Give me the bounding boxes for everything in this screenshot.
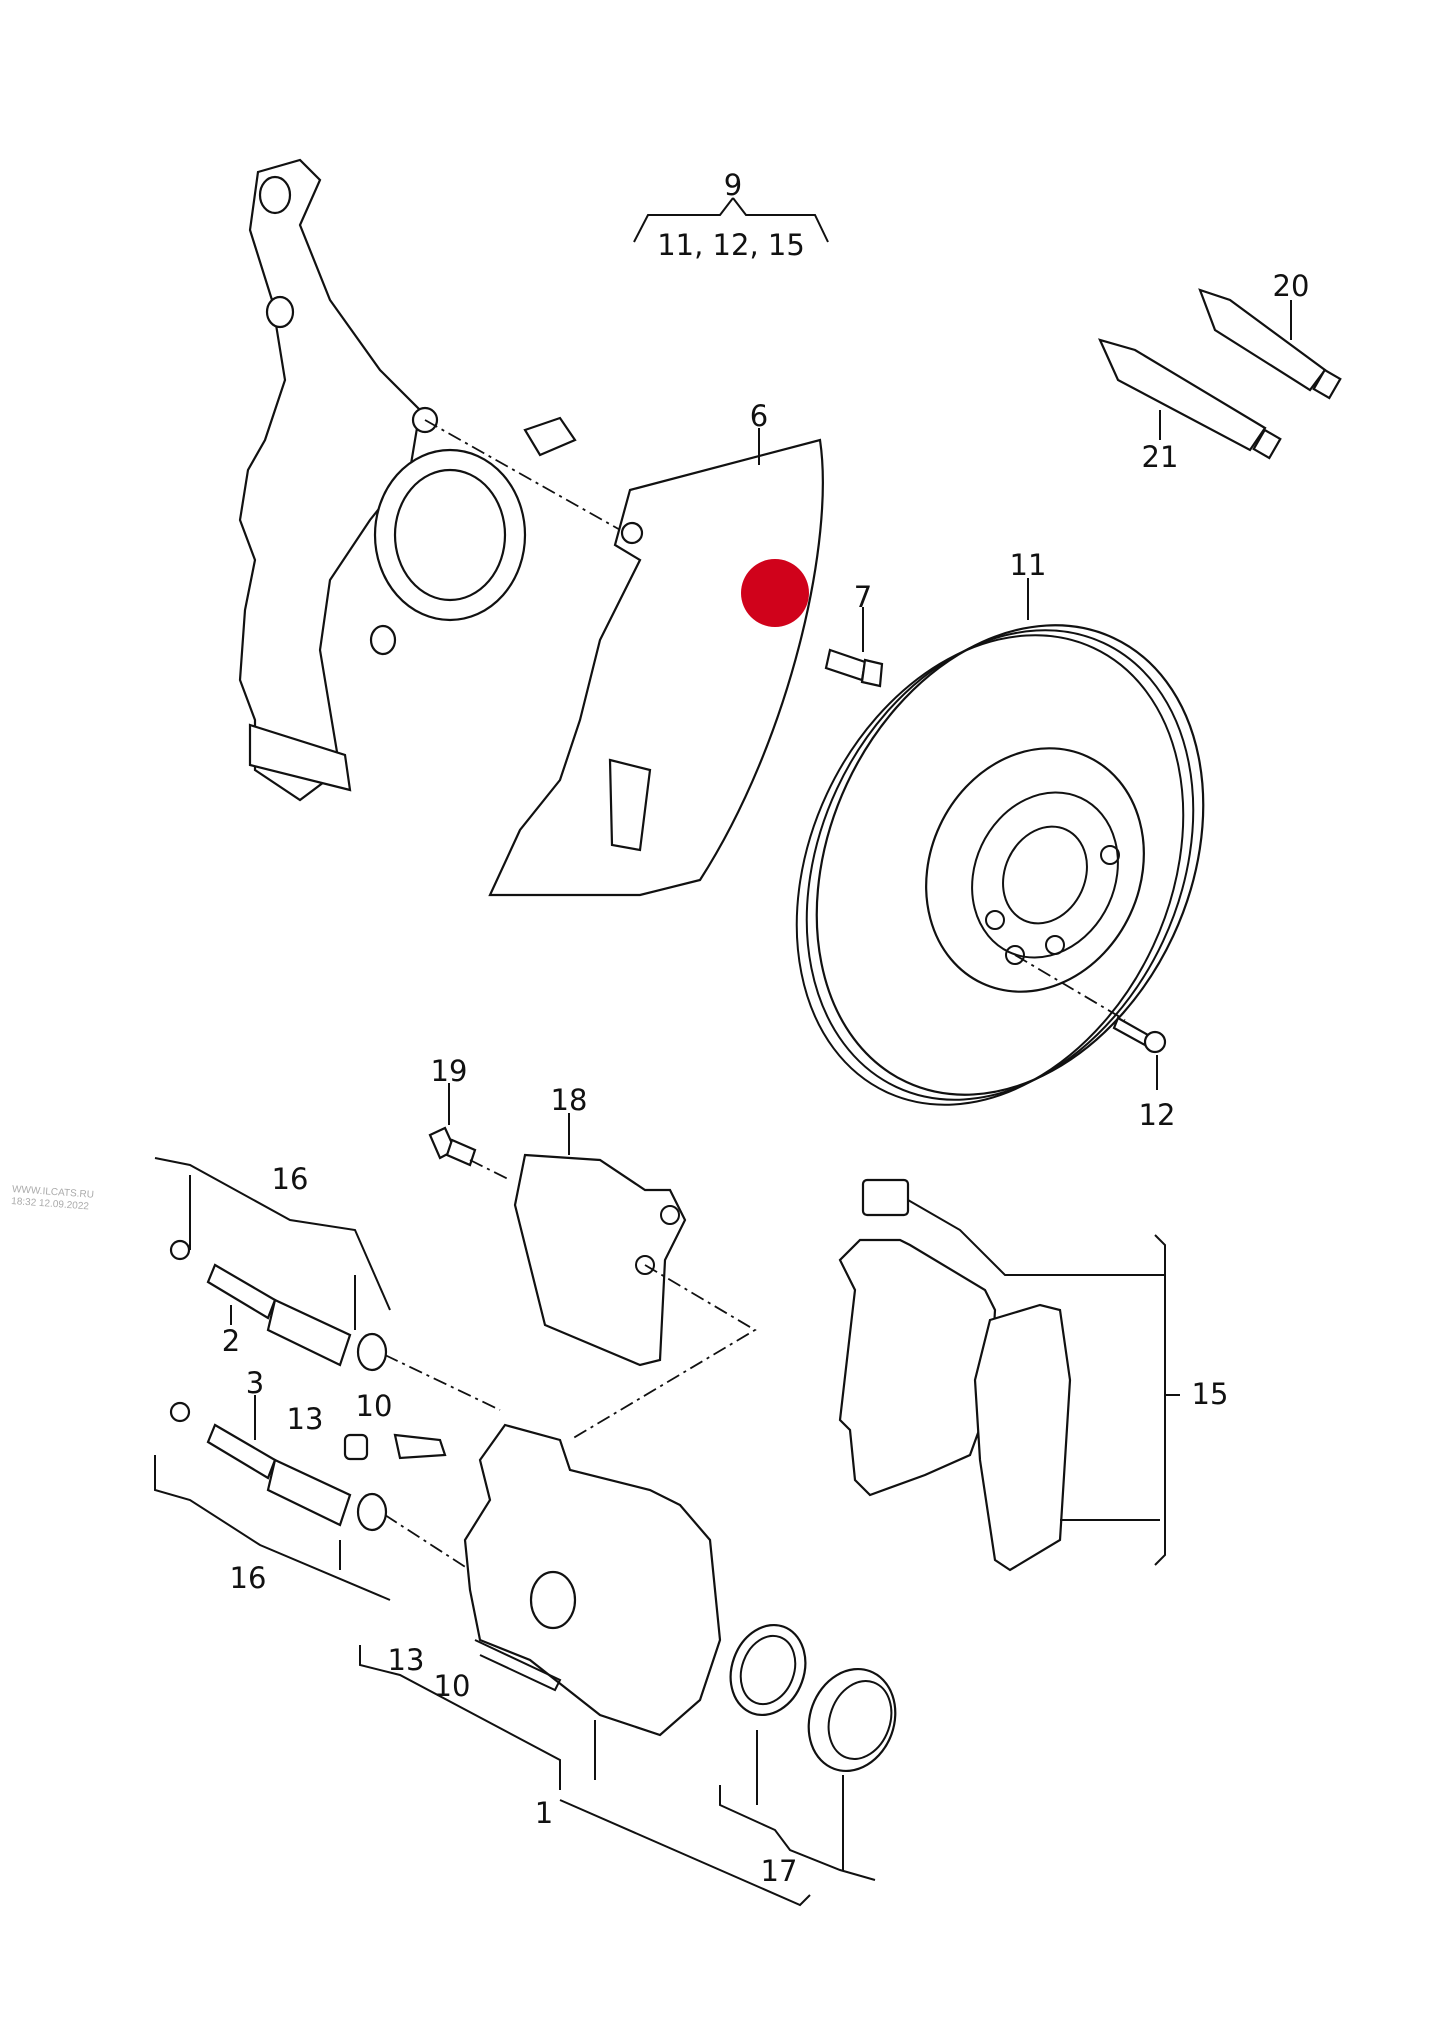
bracket-1 bbox=[359, 1645, 811, 1907]
label-20[interactable]: 20 bbox=[1273, 269, 1310, 303]
watermark: WWW.ILCATS.RU 18:32 12.09.2022 bbox=[11, 1184, 94, 1212]
bracket-15 bbox=[1060, 1234, 1180, 1566]
grease-tube-20 bbox=[1198, 288, 1342, 400]
label-19[interactable]: 19 bbox=[431, 1054, 468, 1088]
label-16-top[interactable]: 16 bbox=[272, 1162, 309, 1196]
watermark-timestamp: 18:32 12.09.2022 bbox=[11, 1196, 90, 1212]
label-9-sub: 11, 12, 15 bbox=[657, 228, 805, 262]
label-16-bottom[interactable]: 16 bbox=[230, 1561, 267, 1595]
centerline-18 bbox=[569, 1264, 757, 1441]
bracket-16-bottom bbox=[154, 1455, 391, 1601]
bolt-7 bbox=[824, 648, 884, 688]
brake-disc bbox=[795, 624, 1205, 1106]
label-11[interactable]: 11 bbox=[1010, 548, 1047, 582]
centerline-knuckle bbox=[424, 419, 781, 621]
label-13-bottom[interactable]: 13 bbox=[388, 1643, 425, 1677]
leaders-16-top bbox=[189, 1175, 356, 1330]
piston-seal-17 bbox=[729, 1623, 897, 1773]
label-2[interactable]: 2 bbox=[222, 1324, 240, 1358]
label-15[interactable]: 15 bbox=[1192, 1377, 1229, 1411]
centerline-19 bbox=[469, 1159, 511, 1181]
highlight-marker[interactable] bbox=[741, 559, 809, 627]
bracket-16-top bbox=[154, 1157, 391, 1311]
centerline-disc bbox=[1014, 954, 1126, 1021]
heat-shield-18 bbox=[513, 1153, 687, 1367]
label-9[interactable]: 9 bbox=[724, 168, 742, 202]
brake-pads bbox=[838, 1178, 1165, 1572]
screw-12 bbox=[1112, 1016, 1167, 1054]
label-13-top[interactable]: 13 bbox=[287, 1402, 324, 1436]
bracket-9 bbox=[633, 197, 829, 243]
splash-plate bbox=[488, 438, 824, 897]
guide-pin-3 bbox=[169, 1401, 388, 1532]
label-17[interactable]: 17 bbox=[761, 1854, 798, 1888]
label-1[interactable]: 1 bbox=[535, 1796, 553, 1830]
label-3[interactable]: 3 bbox=[246, 1366, 264, 1400]
cap-13 bbox=[343, 1433, 369, 1461]
label-7[interactable]: 7 bbox=[854, 580, 872, 614]
grease-tube-21 bbox=[1098, 338, 1282, 460]
centerline-pins bbox=[384, 1354, 501, 1571]
label-18[interactable]: 18 bbox=[551, 1083, 588, 1117]
steering-knuckle bbox=[238, 158, 577, 802]
bleeder-valve-10 bbox=[393, 1433, 447, 1460]
label-10-bottom[interactable]: 10 bbox=[434, 1669, 471, 1703]
label-10-top[interactable]: 10 bbox=[356, 1389, 393, 1423]
label-6[interactable]: 6 bbox=[750, 399, 768, 433]
brake-caliper bbox=[463, 1423, 722, 1737]
bracket-17 bbox=[719, 1730, 876, 1881]
guide-pin-2 bbox=[169, 1239, 388, 1372]
bolt-19 bbox=[428, 1126, 477, 1167]
label-21[interactable]: 21 bbox=[1142, 440, 1179, 474]
label-12[interactable]: 12 bbox=[1139, 1098, 1176, 1132]
